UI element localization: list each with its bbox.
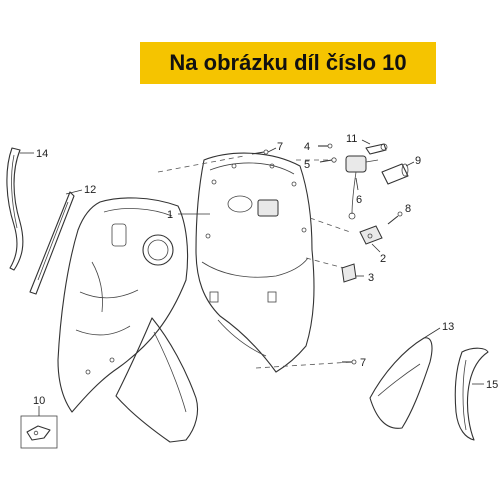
callout-5[interactable]: 5	[304, 159, 310, 171]
leader-13	[423, 327, 441, 339]
callout-14[interactable]: 14	[36, 148, 48, 160]
callout-7a[interactable]: 7	[277, 141, 283, 153]
callout-2[interactable]: 2	[380, 253, 386, 265]
dashed-guide-top	[157, 155, 245, 173]
part-15-side-strip[interactable]	[454, 347, 489, 441]
leader-11	[361, 139, 371, 145]
part-10-box	[20, 415, 58, 449]
leader-2	[371, 243, 381, 253]
dashed-guide-2	[309, 217, 351, 233]
leader-6	[355, 177, 359, 191]
callout-10[interactable]: 10	[33, 395, 45, 407]
part-2-bracket[interactable]	[359, 225, 383, 245]
callout-9[interactable]: 9	[415, 155, 421, 167]
part-5-screw[interactable]	[319, 157, 337, 163]
part-11-clip[interactable]	[365, 143, 388, 155]
callout-7b[interactable]: 7	[360, 357, 366, 369]
dashed-guide-3	[305, 257, 345, 269]
callout-3[interactable]: 3	[368, 272, 374, 284]
callout-8[interactable]: 8	[405, 203, 411, 215]
part-number-banner: Na obrázku díl číslo 10	[140, 42, 436, 84]
callout-4[interactable]: 4	[304, 141, 310, 153]
part-12-left-panel[interactable]	[29, 191, 75, 295]
part-10-boxed-item[interactable]	[20, 415, 58, 449]
part-lower-front-fairing[interactable]	[115, 317, 199, 443]
leader-12	[65, 189, 83, 195]
part-6-lock-assembly[interactable]	[345, 155, 379, 220]
part-13-right-panel[interactable]	[369, 337, 433, 429]
callout-6[interactable]: 6	[356, 194, 362, 206]
dashed-guide-7b	[255, 361, 353, 369]
part-3-clip[interactable]	[341, 263, 357, 283]
callout-12[interactable]: 12	[84, 184, 96, 196]
part-1-front-shield[interactable]	[57, 197, 189, 413]
callout-15[interactable]: 15	[486, 379, 498, 391]
part-4-screw[interactable]	[318, 143, 333, 149]
headlight-mount-ring	[142, 234, 174, 266]
callout-11[interactable]: 11	[346, 133, 357, 145]
callout-1[interactable]: 1	[167, 209, 173, 221]
part-8-screw[interactable]	[387, 211, 403, 225]
glovebox-latch	[257, 199, 279, 217]
part-7-screw-bottom[interactable]	[342, 359, 357, 365]
part-7-screw-top[interactable]	[251, 149, 269, 155]
leader-7a	[267, 147, 277, 153]
leader-9	[405, 161, 415, 167]
banner-text: Na obrázku díl číslo 10	[169, 50, 407, 75]
ignition-hole	[227, 195, 253, 213]
part-9-lock-barrel[interactable]	[381, 163, 409, 185]
part-1-inner-legshield[interactable]	[195, 152, 315, 373]
part-14-side-strip[interactable]	[6, 147, 24, 271]
callout-13[interactable]: 13	[442, 321, 454, 333]
